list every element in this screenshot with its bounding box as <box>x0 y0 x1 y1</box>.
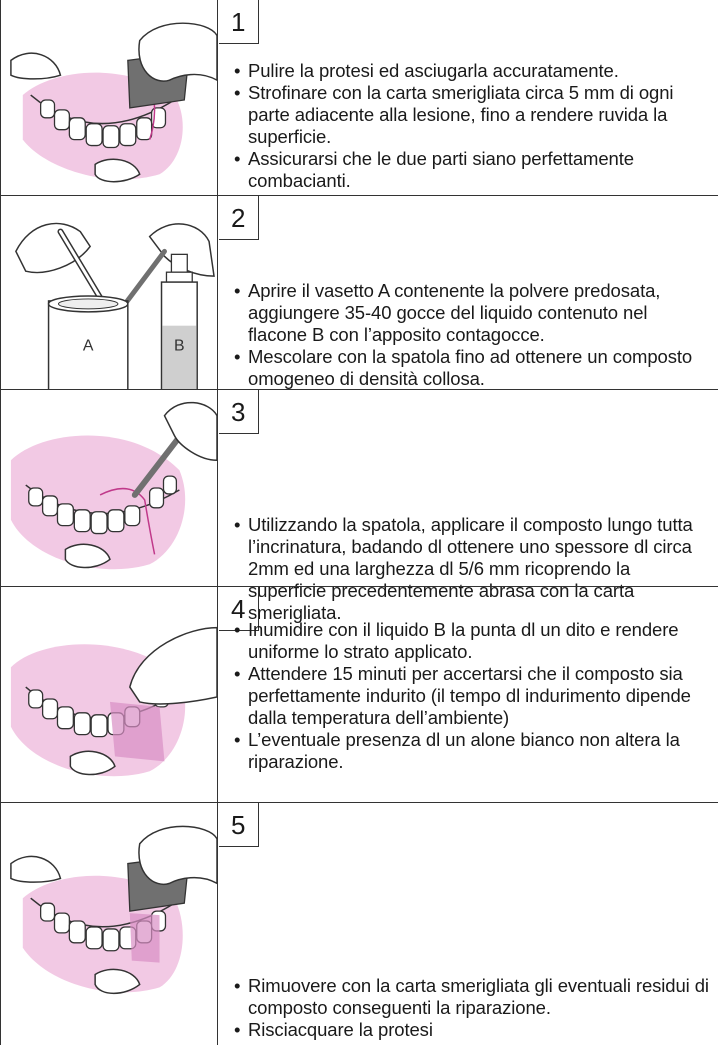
instruction-bullet: Risciacquare la protesi <box>234 1019 710 1041</box>
step-number: 5 <box>219 803 259 847</box>
denture-spatula-illustration <box>1 390 217 586</box>
step-5: 5 Rimuovere con la carta smerigliata gli… <box>0 803 718 1045</box>
instruction-bullet: L’eventuale presenza dl un alone bianco … <box>234 729 710 773</box>
instruction-bullet: Pulire la protesi ed asciugarla accurata… <box>234 60 710 82</box>
step-2-illustration: A B <box>0 196 218 389</box>
instruction-bullet: Mescolare con la spatola fino ad ottener… <box>234 346 710 390</box>
denture-sandpaper-illustration <box>1 803 217 1045</box>
step-3: 3 Utilizzando la spatola, applicare il c… <box>0 390 718 586</box>
step-number: 3 <box>219 390 259 434</box>
step-1-illustration <box>0 0 218 195</box>
step-5-illustration <box>0 803 218 1045</box>
denture-finger-illustration <box>1 587 217 802</box>
instruction-bullet: Strofinare con la carta smerigliata circ… <box>234 82 710 148</box>
step-2-instructions: Aprire il vasetto A contenente la polver… <box>234 280 710 390</box>
step-4-illustration <box>0 587 218 802</box>
instruction-bullet: Assicurarsi che le due parti siano perfe… <box>234 148 710 192</box>
denture-sandpaper-illustration <box>1 0 217 195</box>
instruction-bullet: Attendere 15 minuti per accertarsi che i… <box>234 663 710 729</box>
jar-label: A <box>83 337 94 354</box>
bottle-label: B <box>174 337 185 354</box>
step-number: 1 <box>219 0 259 44</box>
instruction-bullet: Inumidire con il liquido B la punta dl u… <box>234 619 710 663</box>
step-number: 2 <box>219 196 259 240</box>
step-5-instructions: Rimuovere con la carta smerigliata gli e… <box>234 975 710 1041</box>
step-4-instructions: Inumidire con il liquido B la punta dl u… <box>234 619 710 773</box>
step-4: 4 Inumidire con il liquido B la punta dl… <box>0 587 718 802</box>
step-2: A B 2 Aprire il vasetto A contenente la … <box>0 196 718 389</box>
instruction-bullet: Rimuovere con la carta smerigliata gli e… <box>234 975 710 1019</box>
step-1: 1 Pulire la protesi ed asciugarla accura… <box>0 0 718 195</box>
step-1-instructions: Pulire la protesi ed asciugarla accurata… <box>234 60 710 192</box>
jar-and-bottle-illustration: A B <box>1 196 217 389</box>
instruction-bullet: Aprire il vasetto A contenente la polver… <box>234 280 710 346</box>
step-3-illustration <box>0 390 218 586</box>
